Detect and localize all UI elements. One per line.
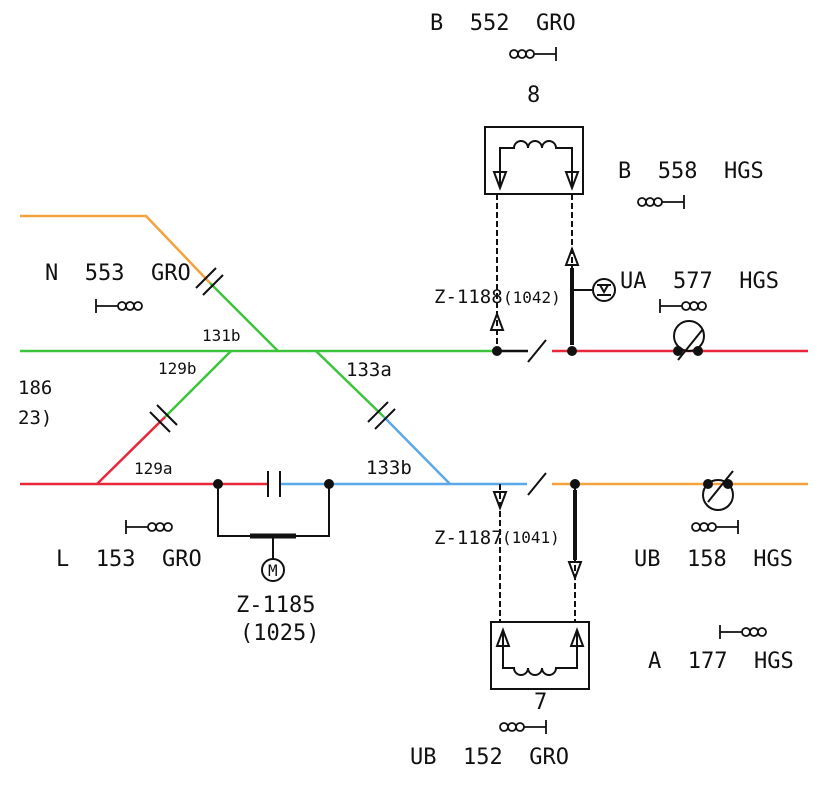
machine-z1188 — [484, 126, 616, 351]
arrow-z1188-right — [564, 246, 580, 266]
track-signal-dots — [673, 346, 733, 489]
signal-label-ub158: UB 158 HGS — [634, 547, 793, 572]
arrow-8-left — [492, 171, 508, 191]
signal-label-n553: N 553 GRO — [45, 261, 191, 286]
z1185-motor-circle — [261, 558, 285, 582]
tracks — [20, 214, 808, 486]
switch-label-131b: 131b — [202, 326, 241, 345]
cut-label-186: 186 — [18, 377, 52, 399]
joint-top-left — [195, 267, 224, 296]
signal-bottom-right — [702, 470, 734, 511]
signal-symbols — [95, 47, 767, 734]
signal-label-l153: L 153 GRO — [56, 547, 202, 572]
signal-top-right — [673, 320, 705, 361]
switch-label-129b: 129b — [158, 359, 197, 378]
arrow-8-right — [564, 171, 580, 191]
signal-label-b552: B 552 GRO — [430, 11, 576, 36]
machine-number-7: 7 — [534, 690, 547, 715]
track-green-diagonal-133a — [315, 350, 385, 418]
track-green-diagonal-131b — [209, 282, 279, 352]
track-orange-top-left — [20, 214, 211, 284]
z1187-label: Z-1187 — [434, 527, 503, 549]
z1187-code: (1041) — [502, 528, 560, 547]
capacitor-gap — [267, 471, 281, 497]
track-blue-diagonal-133b — [383, 416, 451, 485]
machine-z1185 — [217, 484, 330, 582]
symbol-a177 — [719, 625, 767, 639]
signal-label-a177: A 177 HGS — [648, 649, 794, 674]
signal-label-ua577: UA 577 HGS — [620, 269, 779, 294]
joint-right-top — [527, 339, 547, 363]
coil-7 — [502, 630, 578, 676]
machine-8-box — [484, 126, 584, 195]
arrow-z1188-left — [489, 311, 505, 331]
switch-label-129a: 129a — [134, 459, 173, 478]
z1185-bridge — [217, 484, 330, 537]
z1188-label: Z-1188 — [434, 286, 503, 308]
insulated-joints — [149, 267, 547, 497]
labels: B 552 GRO 8 B 558 HGS N 553 GRO UA 577 H… — [18, 11, 794, 770]
z1188-motor-circle — [592, 278, 616, 302]
switch-label-133b: 133b — [366, 457, 412, 479]
z1185-code: (1025) — [240, 621, 319, 646]
z1185-motor-letter: M — [268, 561, 278, 580]
machine-z1187 — [490, 484, 590, 690]
track-red-diagonal-129a — [96, 416, 166, 485]
coil-8 — [499, 140, 573, 185]
z1185-label: Z-1185 — [236, 593, 315, 618]
symbol-ua577 — [659, 299, 707, 313]
switch-label-133a: 133a — [346, 359, 392, 381]
z1188-code: (1042) — [503, 288, 561, 307]
arrow-z1187-right — [567, 561, 583, 581]
arrow-z1187-left — [492, 491, 508, 511]
track-signals — [673, 320, 734, 511]
signal-label-b558: B 558 HGS — [618, 159, 764, 184]
arrow-7-left — [495, 627, 511, 647]
symbol-ub152 — [499, 720, 547, 734]
machine-number-8: 8 — [527, 83, 540, 108]
z1188-motor-sign — [597, 284, 611, 296]
symbol-b558 — [637, 195, 685, 209]
joint-right-bottom — [527, 472, 547, 496]
joint-133a — [367, 401, 396, 430]
symbol-b552 — [509, 47, 557, 61]
symbol-ub158 — [691, 520, 739, 534]
arrow-7-right — [569, 627, 585, 647]
machine-7-box — [490, 621, 590, 690]
cut-label-23: 23) — [18, 407, 52, 429]
symbol-n553 — [95, 299, 143, 313]
symbol-l153 — [125, 520, 173, 534]
signal-label-ub152: UB 152 GRO — [410, 745, 569, 770]
joint-129b — [149, 404, 178, 433]
track-green-diagonal-129b — [164, 350, 232, 418]
